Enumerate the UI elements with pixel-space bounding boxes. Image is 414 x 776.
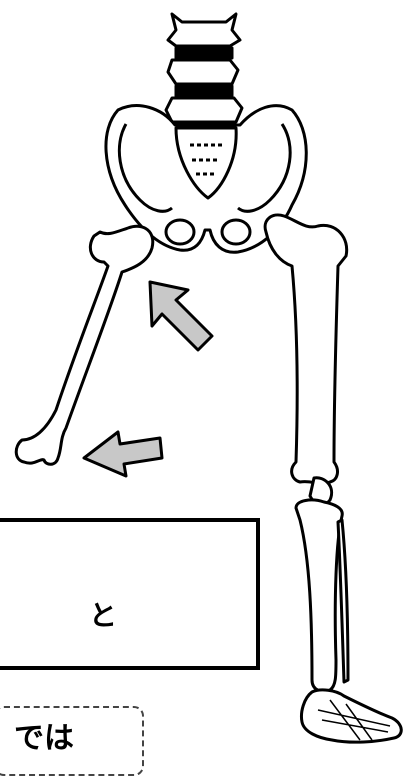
- tibia: [296, 500, 342, 692]
- arrow-up-left: [150, 282, 212, 350]
- intervertebral-disc: [176, 86, 232, 96]
- left-femur: [16, 226, 153, 464]
- fibula: [338, 520, 348, 682]
- note-text: では: [14, 724, 134, 754]
- intervertebral-disc: [176, 48, 232, 58]
- foot: [301, 690, 401, 742]
- lumbar-spine: [166, 14, 242, 122]
- callout-text: と: [83, 602, 123, 630]
- right-leg: [265, 215, 401, 742]
- arrow-left: [84, 432, 162, 476]
- obturator-foramen-left: [166, 220, 194, 244]
- obturator-foramen-right: [222, 220, 250, 244]
- right-femur: [265, 215, 347, 483]
- callout-box: [0, 518, 260, 670]
